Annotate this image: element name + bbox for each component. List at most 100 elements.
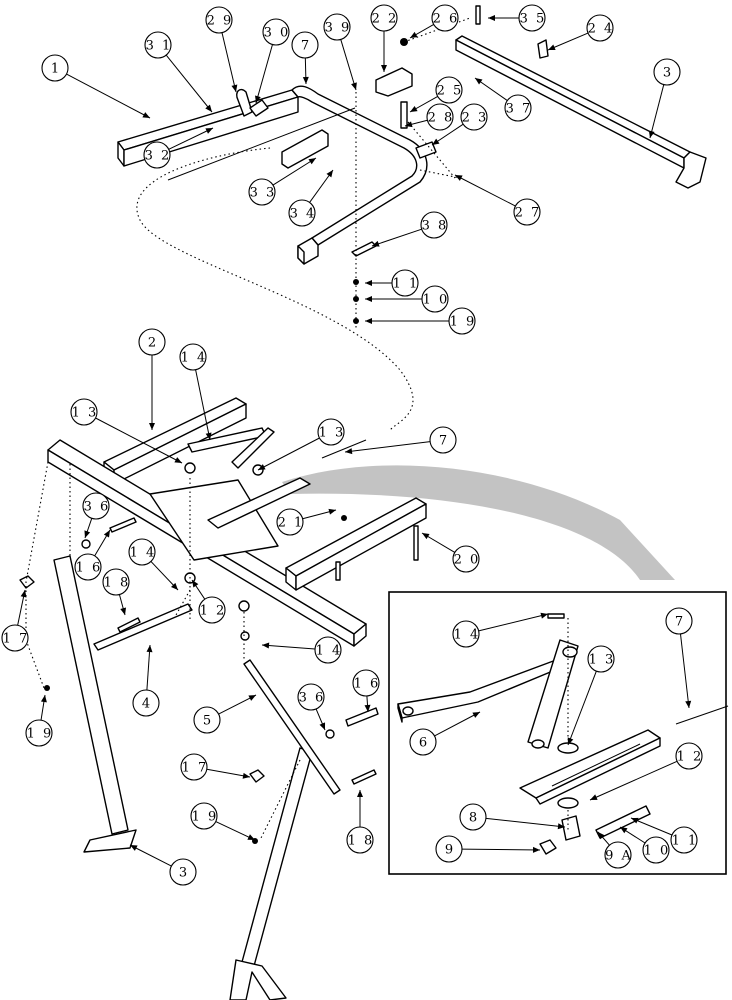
callout-32: 3 2: [143, 127, 214, 169]
arrowhead: [364, 704, 371, 712]
callout-19: 1 9: [190, 802, 256, 841]
callout-label: 1 7: [182, 761, 209, 776]
leader-line: [371, 228, 422, 247]
callout-label: 1 4: [454, 628, 481, 643]
leader-line: [589, 760, 678, 801]
arrowhead: [432, 138, 440, 145]
leader-line: [255, 44, 273, 104]
arrowhead: [308, 158, 316, 165]
arrowhead: [84, 530, 91, 538]
bracket-part-22: [375, 67, 413, 97]
callout-7: 7: [665, 607, 693, 709]
tube-part-3: [455, 35, 691, 159]
arrowhead: [365, 318, 372, 324]
callout-27: 2 7: [454, 174, 542, 226]
callout-circle: [143, 141, 171, 169]
callout-36: 3 6: [297, 683, 326, 731]
arrowhead: [248, 695, 256, 701]
leader-line: [461, 848, 541, 851]
callout-38: 3 8: [371, 211, 448, 247]
callout-17: 1 7: [1, 589, 29, 652]
callout-label: 1 9: [192, 810, 219, 825]
leader-line: [195, 369, 211, 441]
callout-label: 1 4: [181, 351, 208, 366]
callout-circle: [190, 802, 218, 830]
bracket-part-30: [249, 99, 269, 117]
callout-label: 3 7: [506, 102, 533, 117]
callout-label: 2 4: [588, 22, 615, 37]
leader-line: [215, 821, 256, 841]
leader-line: [454, 174, 516, 207]
callout-16: 1 6: [74, 529, 111, 581]
brace-part-4: [93, 603, 193, 651]
callout-1: 1: [41, 54, 151, 119]
leader-line: [257, 437, 320, 471]
callout-label: 1 8: [348, 834, 375, 849]
callout-label: 3: [663, 66, 673, 81]
callout-label: 6: [419, 736, 429, 751]
callout-label: 2 7: [515, 206, 542, 221]
callout-label: 2 0: [454, 553, 481, 568]
arrowhead: [620, 827, 628, 834]
leader-line: [649, 84, 665, 139]
callout-label: 1 2: [200, 604, 227, 619]
callout-circle: [513, 198, 541, 226]
callout-circle: [409, 728, 437, 756]
callout-29: 2 9: [205, 6, 238, 93]
callout-4: 4: [132, 644, 160, 717]
leader-line: [261, 644, 316, 650]
leg-right: [241, 747, 313, 967]
callout-circle: [74, 553, 102, 581]
leader-line: [434, 711, 481, 737]
arrowhead: [365, 280, 372, 286]
callout-circle: [420, 211, 448, 239]
arrowhead: [258, 464, 266, 470]
callout-33: 3 3: [248, 157, 317, 206]
leader-line: [206, 768, 251, 778]
arrowhead: [365, 296, 372, 302]
leader-line: [95, 417, 183, 464]
arrowhead: [455, 175, 463, 181]
leader-line: [66, 73, 151, 119]
leader-line: [547, 32, 589, 51]
callout-label: 1 9: [27, 727, 54, 742]
leader-line: [344, 441, 431, 453]
callout-circle: [642, 836, 670, 864]
callout-circle: [82, 492, 110, 520]
inset-detail: [388, 591, 729, 875]
callout-label: 2 6: [433, 12, 460, 27]
arrowhead: [205, 104, 212, 112]
leader-line: [485, 817, 566, 828]
arrowhead: [648, 130, 655, 138]
callout-37: 3 7: [474, 77, 533, 122]
callout-label: 2 2: [372, 12, 399, 27]
arrowhead: [685, 700, 692, 708]
callout-circle: [448, 307, 476, 335]
callout-circle: [102, 568, 130, 596]
beam-shadow: [282, 465, 675, 580]
arrowhead: [372, 240, 380, 247]
lower-frame-assembly: [19, 397, 675, 1000]
arrowhead: [20, 590, 27, 598]
callout-30: 3 0: [255, 18, 290, 104]
arrowhead: [302, 76, 309, 84]
callout-circle: [504, 94, 532, 122]
spacer-part-8: [561, 815, 581, 841]
callout-13: 1 3: [70, 398, 183, 464]
arrowhead: [532, 846, 540, 853]
arrowhead: [488, 15, 495, 21]
callout-label: 1 0: [644, 844, 671, 859]
leader-line: [272, 157, 317, 186]
callout-circle: [288, 199, 316, 227]
arrowhead: [326, 170, 333, 178]
callout-circle: [193, 706, 221, 734]
arrowhead: [171, 582, 178, 590]
callout-14: 1 4: [128, 538, 179, 591]
leader-line: [129, 844, 172, 867]
callout-circle: [587, 645, 615, 673]
arrowhead: [103, 530, 110, 538]
callout-circle: [665, 607, 693, 635]
callout-label: 8: [469, 811, 479, 826]
leader-line: [165, 54, 213, 113]
callout-26: 2 6: [409, 4, 460, 39]
